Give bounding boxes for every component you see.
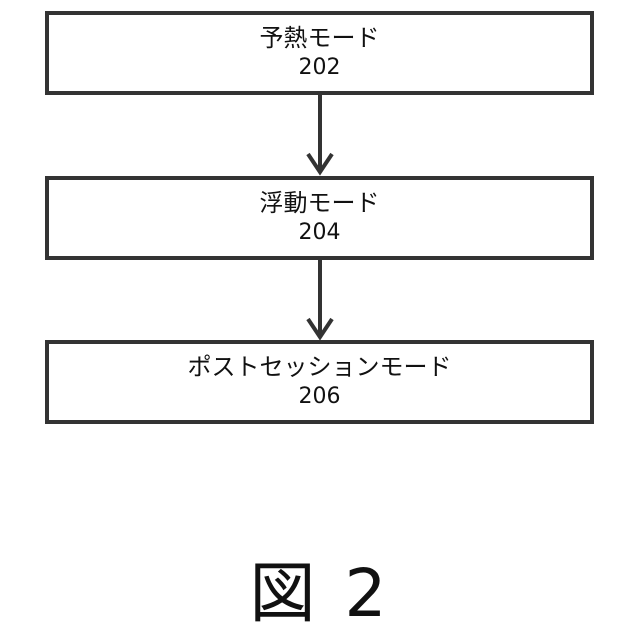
- arrow-floating-to-post-session: [308, 260, 332, 337]
- arrow-preheat-to-floating: [308, 95, 332, 172]
- figure-caption: 図 2: [0, 556, 640, 632]
